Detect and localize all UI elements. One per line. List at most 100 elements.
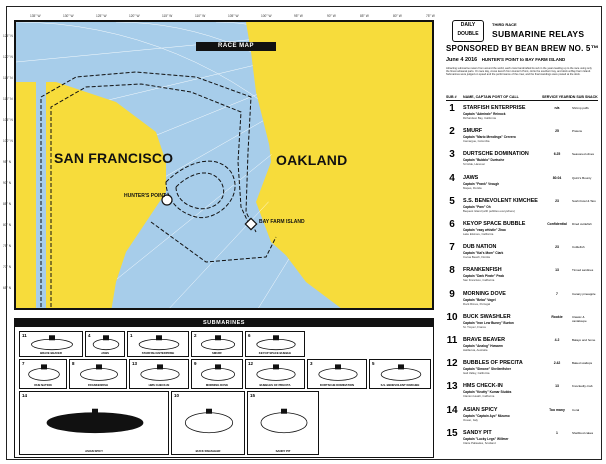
sf-peninsula [16,82,166,308]
conning-tower [157,364,163,370]
longitude-label: 135° W [30,14,41,18]
sub-captain: Captain "Pam" Oh [463,204,491,209]
sub-speed: Confidential [547,222,567,226]
sub-captain: Captain "Kai's Mom" Clark [463,251,504,256]
submarine-drawing [138,335,180,351]
cell-label: BRAVE BEAVER [40,351,62,355]
sub-captain: Captain "Mario Mendings" Cervero [463,135,516,140]
cell-number: 11 [22,333,27,338]
submarine-drawing [28,364,60,381]
sub-name: MORNING DOVE [463,290,506,297]
sub-fuel: Baked scallops [572,361,593,366]
sub-port: Claire Palisades, Scotland [463,440,496,445]
cell-label: STARFISH ENTERPRISE [141,351,175,355]
cell-number: 8 [72,361,75,366]
sub-num: 9 [449,288,455,300]
cell-number: 13 [132,361,138,366]
latitude-label: 125° N [3,34,13,38]
conning-tower [215,364,221,370]
sub-fuel: Balayo and home [572,338,596,342]
latitude-label: 105° N [3,118,13,122]
sub-num: 5 [449,195,455,207]
submarine-hull [256,338,296,351]
longitude-label: 130° W [63,14,74,18]
sub-speed: 4.2 [554,338,560,342]
label-san-francisco: SAN FRANCISCO [54,150,174,166]
column-headers: SUB # NAME, CAPTAIN PORT OF CALL SERVICE… [446,95,598,101]
submarines-title: SUBMARINES [15,319,433,327]
sub-captain: Captain "Admirale" Reinock [463,112,506,116]
sub-speed: Too many [549,407,565,412]
sub-speed: 7 [556,291,558,296]
submarine-hull [380,367,422,381]
sub-port: Bequest Island (with pebbles everywhere) [463,208,515,213]
submarine-drawing [256,335,296,351]
conning-tower [281,408,287,414]
latitude-label: 100° N [3,139,13,143]
cell-number: 10 [174,393,180,398]
sub-name: SANDY PIT [463,429,492,436]
daily-double-logo: DAILY DOUBLE [452,20,484,42]
submarine-drawing [256,364,296,381]
longitude-label: 80° W [393,14,402,18]
sub-speed: 80.04 [552,175,562,180]
sub-port: Galt Valley, California [463,371,490,376]
submarine-drawing [80,364,118,381]
sub-num: 1 [449,103,455,114]
submarine-hull [200,338,236,351]
latitude-label: 80° N [3,223,12,227]
sub-name: FRANKENFISH [463,267,502,274]
submarine-drawing [46,408,144,434]
sub-name: KEYOP SPACE BUBBLE [463,221,526,227]
sub-fuel: Knockedly crab [572,384,593,389]
sub-speed: Rookie [551,314,563,319]
sub-speed: 23 [555,245,559,250]
sub-num: 7 [449,242,455,254]
longitude-label: 90° W [327,14,336,18]
conning-tower [103,335,109,341]
poster-frame [6,6,602,460]
cell-label: KEYOP SPACE BUBBLE [258,351,292,355]
sub-name: DUB NATION [463,244,497,251]
cell-number: 4 [88,333,91,338]
sub-fuel: Seasoned olives [572,152,595,157]
sub-port: Clanton Heath, California [463,394,495,399]
submarine-drawing [380,364,422,381]
longitude-label: 75° W [426,14,435,18]
logo-line-1: DAILY [460,22,476,28]
latitude-label: 85° N [3,202,12,206]
latitude-label: 95° N [3,160,12,164]
cell-label: S.S. BENEVOLENT KIMCHEE [380,383,420,387]
submarine-drawing [260,408,308,434]
sub-port: Mapes, Florida [463,185,482,190]
sub-num: 13 [446,381,458,393]
longitude-label: 85° W [360,14,369,18]
label-oakland: OAKLAND [276,152,348,168]
label-bay-farm-island: BAY FARM ISLAND [259,219,305,225]
race-map[interactable]: RACE MAP SAN FRANCISCO OAKLAND HUNTER'S … [14,20,434,310]
submarine-hull [260,412,308,434]
sub-num: 2 [449,126,455,138]
longitude-label: 115° W [162,14,173,18]
conning-tower [398,364,404,370]
sub-fuel: Shrimp puffs [572,106,589,110]
intro-paragraph: Attracting submarine racers from around … [446,67,592,77]
sub-speed: 13 [555,384,559,389]
sub-num: 3 [449,149,455,161]
